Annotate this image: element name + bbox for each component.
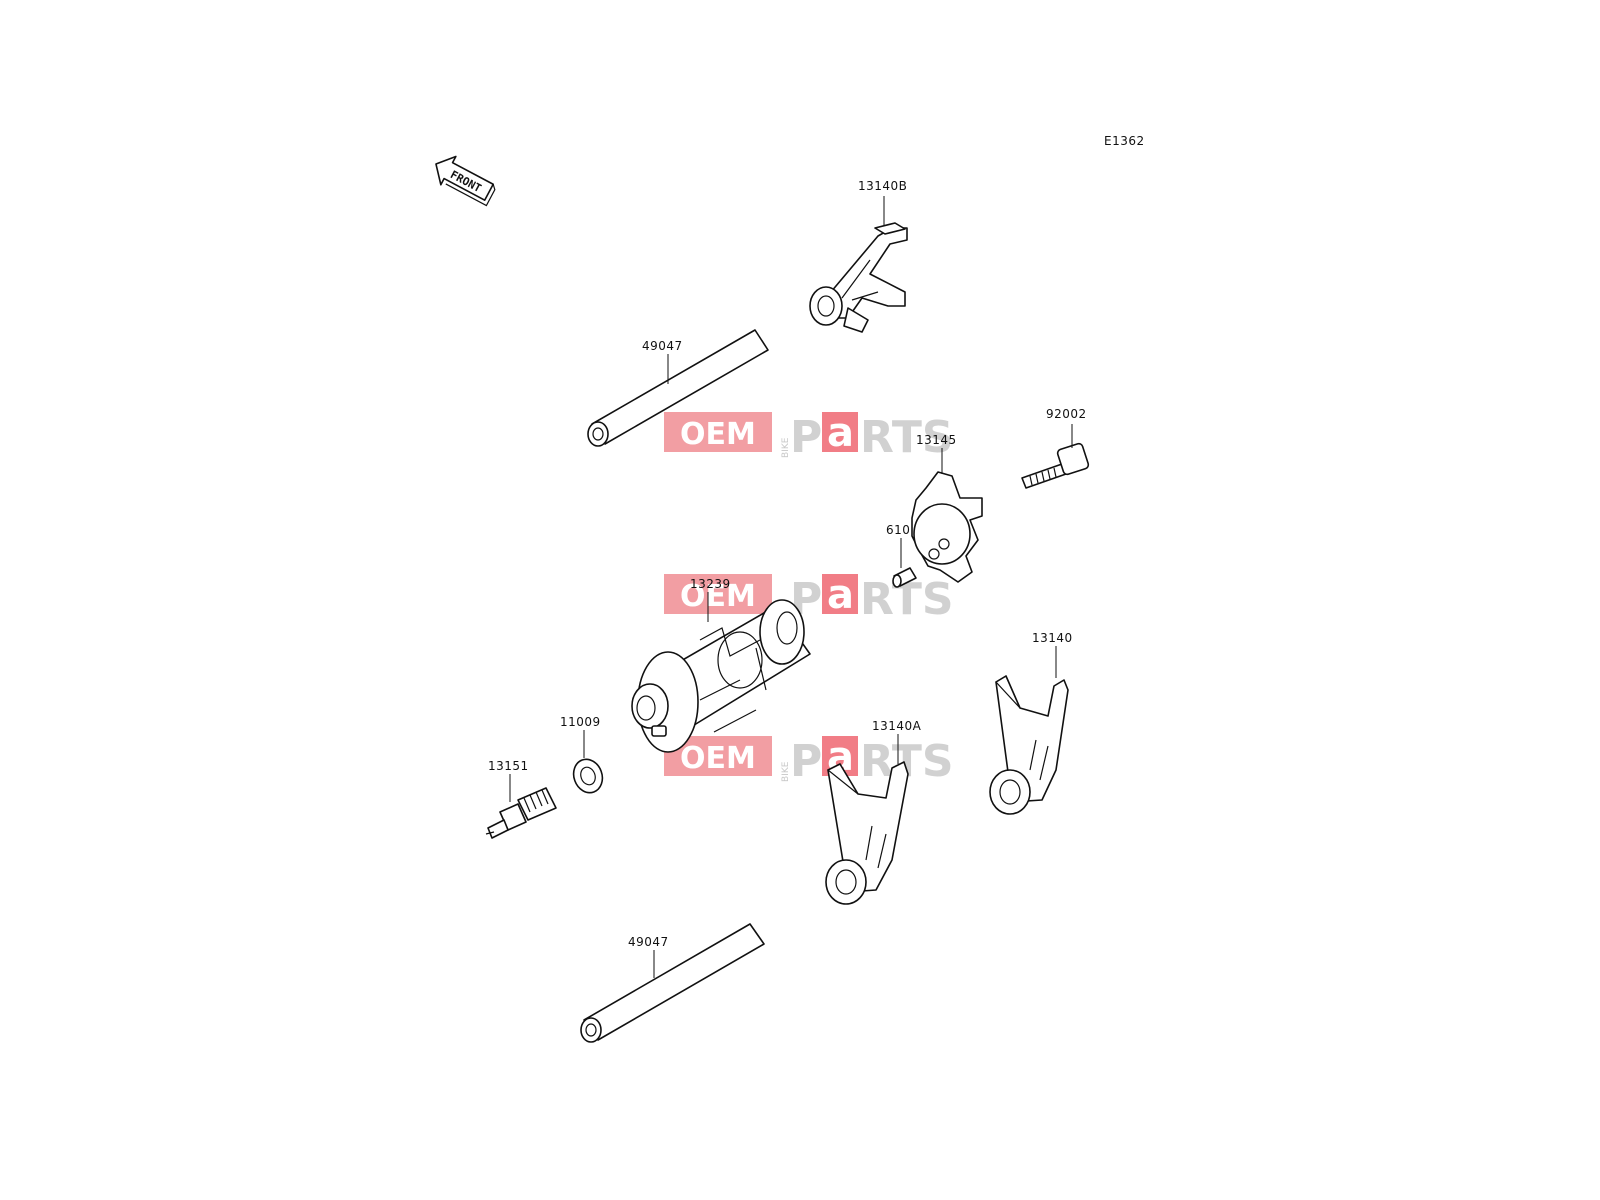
part-13239-shift-drum[interactable]: 13239 [631, 577, 811, 753]
watermark-bike: BIKE [781, 761, 791, 782]
part-13140a-shift-fork-middle[interactable]: 13140A [825, 719, 922, 905]
watermark-a: a [827, 410, 854, 456]
watermark-oem: OEM [680, 417, 756, 452]
part-610-pin[interactable]: 610 [886, 523, 917, 588]
watermark-oem: OEM [680, 579, 756, 614]
watermark: OEM BIKE P a RTS [664, 410, 954, 463]
label-13140b: 13140B [858, 179, 907, 193]
part-49047-shaft-top[interactable]: 49047 [587, 329, 769, 447]
label-13145: 13145 [916, 433, 957, 447]
part-13151-switch[interactable]: 13151 [485, 759, 557, 839]
watermark-p: P [790, 412, 822, 463]
watermark-oem: OEM [680, 741, 756, 776]
label-11009: 11009 [560, 715, 601, 729]
part-13145-shift-drum-star[interactable]: 13145 [911, 433, 983, 583]
watermark: OEM BIKE P a RTS [664, 734, 954, 787]
watermark-p: P [790, 736, 822, 787]
watermark-rts: RTS [860, 412, 954, 463]
part-49047-shaft-bottom[interactable]: 49047 [580, 923, 765, 1043]
label-13239: 13239 [690, 577, 731, 591]
front-arrow-icon: FRONT [435, 155, 496, 207]
watermark: OEM BIKE P a RTS [664, 572, 954, 625]
label-13140a: 13140A [872, 719, 922, 733]
watermark-a: a [827, 572, 854, 618]
diagram-code: E1362 [1104, 134, 1145, 148]
label-610: 610 [886, 523, 910, 537]
label-49047-top: 49047 [642, 339, 683, 353]
label-49047-bottom: 49047 [628, 935, 669, 949]
label-13140: 13140 [1032, 631, 1073, 645]
label-13151: 13151 [488, 759, 529, 773]
part-92002-bolt[interactable]: 92002 [1021, 407, 1090, 489]
watermark-bike: BIKE [781, 437, 791, 458]
label-92002: 92002 [1046, 407, 1087, 421]
part-11009-washer[interactable]: 11009 [560, 715, 607, 797]
part-13140-shift-fork-right[interactable]: 13140 [989, 631, 1073, 815]
part-13140b-shift-fork[interactable]: 13140B [809, 179, 908, 333]
